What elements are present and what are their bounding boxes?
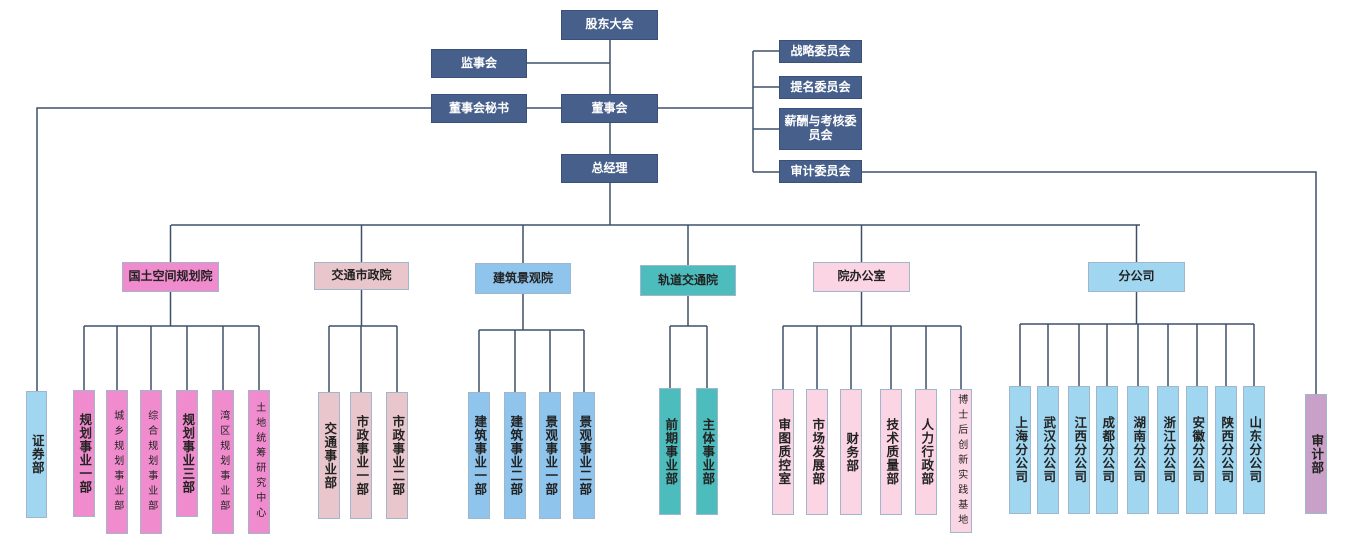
shareholders-meeting-box: 股东大会 xyxy=(561,10,658,40)
unit-box-label: 建筑事业二部 xyxy=(508,415,524,496)
division-box: 院办公室 xyxy=(813,262,910,292)
general-manager-box: 总经理 xyxy=(561,154,658,183)
unit-box: 浙江分公司 xyxy=(1157,386,1179,514)
unit-box-label: 交通事业部 xyxy=(322,421,338,490)
securities-dept-box: 证券部 xyxy=(26,391,47,518)
board-secretary-box-label: 董事会秘书 xyxy=(448,100,509,115)
unit-box: 建筑事业二部 xyxy=(504,392,526,519)
unit-box: 城乡规划事业部 xyxy=(106,390,128,534)
division-box: 轨道交通院 xyxy=(640,265,736,296)
unit-box: 湾区规划事业部 xyxy=(212,390,234,534)
division-box-label: 分公司 xyxy=(1118,269,1155,284)
division-box: 交通市政院 xyxy=(314,262,409,290)
committee-box-label: 薪酬与考核委员会 xyxy=(784,114,857,142)
committee-box: 薪酬与考核委员会 xyxy=(779,108,862,150)
connector xyxy=(36,107,431,391)
unit-box-label: 市场发展部 xyxy=(810,418,826,486)
committee-box: 战略委员会 xyxy=(779,40,862,63)
unit-box: 土地统筹研究中心 xyxy=(248,390,270,534)
committee-box-label: 提名委员会 xyxy=(790,79,851,94)
division-box-label: 轨道交通院 xyxy=(657,272,718,287)
unit-box-label: 市政事业二部 xyxy=(390,415,406,496)
unit-box: 规划事业一部 xyxy=(73,390,95,517)
unit-box-label: 前期事业部 xyxy=(663,417,679,486)
unit-box: 人力行政部 xyxy=(915,389,937,515)
shareholders-meeting-box-label: 股东大会 xyxy=(585,17,634,32)
unit-box: 审图质控室 xyxy=(772,389,794,515)
board-secretary-box: 董事会秘书 xyxy=(431,94,527,123)
unit-box: 景观事业二部 xyxy=(573,392,595,519)
unit-box: 财务部 xyxy=(840,389,862,515)
unit-box: 市政事业二部 xyxy=(386,392,408,519)
unit-box: 山东分公司 xyxy=(1243,386,1265,514)
unit-box: 湖南分公司 xyxy=(1127,386,1149,514)
unit-box: 市场发展部 xyxy=(806,389,828,515)
unit-box-label: 博士后创新实践基地 xyxy=(955,393,967,529)
unit-box: 规划事业三部 xyxy=(176,390,198,517)
unit-box: 主体事业部 xyxy=(696,388,718,515)
unit-box: 市政事业一部 xyxy=(350,392,372,519)
unit-box-label: 规划事业一部 xyxy=(77,413,93,494)
committee-box-label: 审计委员会 xyxy=(790,163,851,178)
unit-box-label: 湖南分公司 xyxy=(1131,416,1147,484)
division-box-label: 交通市政院 xyxy=(331,268,392,283)
unit-box: 陕西分公司 xyxy=(1215,386,1237,514)
unit-box: 建筑事业一部 xyxy=(468,392,490,519)
unit-box-label: 上海分公司 xyxy=(1013,416,1029,484)
unit-box: 上海分公司 xyxy=(1009,386,1031,514)
unit-box: 技术质量部 xyxy=(880,389,902,515)
division-box-label: 建筑景观院 xyxy=(492,270,553,285)
unit-box-label: 人力行政部 xyxy=(919,418,935,486)
securities-dept-box-label: 证券部 xyxy=(29,434,45,475)
audit-dept-box-label: 审计部 xyxy=(1309,433,1325,475)
supervisory-board-box-label: 监事会 xyxy=(460,55,497,70)
unit-box-label: 山东分公司 xyxy=(1247,416,1263,484)
division-box: 分公司 xyxy=(1088,262,1185,292)
unit-box-label: 成都分公司 xyxy=(1100,416,1116,484)
unit-box: 武汉分公司 xyxy=(1037,386,1059,514)
division-box: 国土空间规划院 xyxy=(122,262,219,292)
unit-box-label: 武汉分公司 xyxy=(1041,416,1057,484)
unit-box-label: 浙江分公司 xyxy=(1161,416,1177,484)
connector xyxy=(862,171,1317,394)
unit-box: 江西分公司 xyxy=(1068,386,1090,514)
board-of-directors-box: 董事会 xyxy=(561,94,658,123)
division-box: 建筑景观院 xyxy=(475,263,571,294)
unit-box-label: 审图质控室 xyxy=(776,418,792,486)
unit-box-label: 景观事业一部 xyxy=(543,415,559,496)
division-box-label: 院办公室 xyxy=(837,269,886,284)
unit-box: 景观事业一部 xyxy=(539,392,561,519)
unit-box: 博士后创新实践基地 xyxy=(950,389,972,533)
unit-box-label: 综合规划事业部 xyxy=(145,409,157,515)
unit-box: 前期事业部 xyxy=(659,388,681,515)
unit-box: 交通事业部 xyxy=(318,392,340,519)
committee-box-label: 战略委员会 xyxy=(790,43,851,58)
unit-box-label: 江西分公司 xyxy=(1072,416,1088,484)
unit-box: 安徽分公司 xyxy=(1186,386,1208,514)
unit-box-label: 规划事业三部 xyxy=(180,413,196,494)
committee-box: 审计委员会 xyxy=(779,160,862,183)
unit-box: 成都分公司 xyxy=(1096,386,1118,514)
unit-box-label: 陕西分公司 xyxy=(1219,416,1235,484)
division-box-label: 国土空间规划院 xyxy=(128,269,213,284)
unit-box-label: 湾区规划事业部 xyxy=(217,409,229,515)
unit-box-label: 土地统筹研究中心 xyxy=(253,402,265,522)
unit-box-label: 技术质量部 xyxy=(884,418,900,486)
supervisory-board-box: 监事会 xyxy=(431,49,527,78)
unit-box: 综合规划事业部 xyxy=(140,390,162,534)
board-of-directors-box-label: 董事会 xyxy=(591,100,628,115)
committee-box: 提名委员会 xyxy=(779,76,862,99)
unit-box-label: 城乡规划事业部 xyxy=(111,409,123,515)
unit-box-label: 财务部 xyxy=(844,431,860,473)
unit-box-label: 安徽分公司 xyxy=(1190,416,1206,484)
unit-box-label: 主体事业部 xyxy=(700,417,716,486)
general-manager-box-label: 总经理 xyxy=(591,160,628,175)
audit-dept-box: 审计部 xyxy=(1305,394,1327,514)
unit-box-label: 景观事业二部 xyxy=(577,415,593,496)
unit-box-label: 建筑事业一部 xyxy=(472,415,488,496)
unit-box-label: 市政事业一部 xyxy=(354,415,370,496)
